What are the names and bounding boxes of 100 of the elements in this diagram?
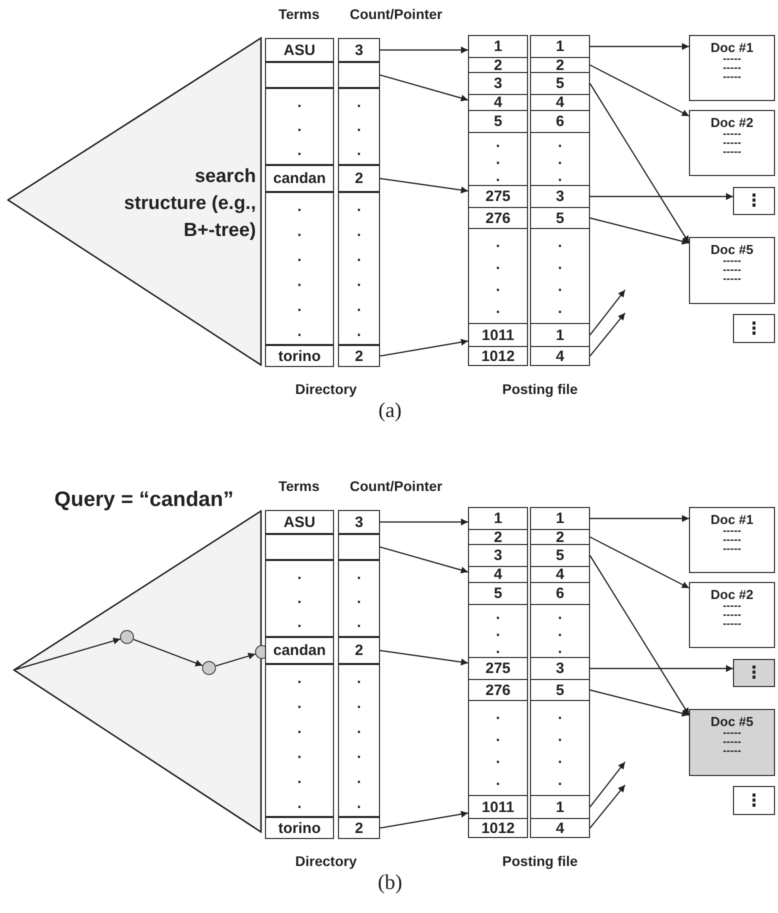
column-header: Terms bbox=[278, 478, 320, 494]
document-box: Doc #5 ----- ----- ----- bbox=[689, 237, 775, 304]
document-box: Doc #2 ----- ----- ----- bbox=[689, 582, 775, 648]
term-cell: . . . bbox=[265, 88, 334, 165]
arrow bbox=[380, 810, 468, 829]
term-cell: ASU bbox=[265, 38, 334, 62]
column-header: Count/Pointer bbox=[350, 6, 442, 22]
table-caption: Directory bbox=[295, 853, 357, 869]
arrow bbox=[590, 536, 690, 589]
posting-number-cell: 1011 bbox=[468, 795, 528, 819]
arrow bbox=[589, 555, 690, 716]
posting-number-cell: 275 bbox=[468, 185, 528, 208]
document-box: Doc #5 ----- ----- ----- bbox=[689, 709, 775, 776]
document-id-cell: . . . . bbox=[530, 700, 590, 796]
posting-number-cell: 2 bbox=[468, 57, 528, 73]
more-documents-box: ⋮ bbox=[733, 314, 775, 343]
search-structure-triangle: search structure (e.g., B+-tree) bbox=[7, 37, 262, 366]
more-documents-box: ⋮ bbox=[733, 659, 775, 687]
term-cell bbox=[265, 534, 334, 560]
count-pointer-cell: 2 bbox=[338, 817, 380, 839]
document-id-cell: 2 bbox=[530, 529, 590, 545]
count-pointer-cell: 3 bbox=[338, 38, 380, 62]
posting-number-cell: 276 bbox=[468, 679, 528, 701]
document-id-cell: 1 bbox=[530, 507, 590, 530]
posting-number-cell: 3 bbox=[468, 544, 528, 567]
table-caption: Posting file bbox=[502, 853, 578, 869]
document-id-cell: 6 bbox=[530, 110, 590, 133]
posting-number-cell: . . . . bbox=[468, 228, 528, 324]
column-header: Count/Pointer bbox=[350, 478, 442, 494]
document-id-cell: 5 bbox=[530, 679, 590, 701]
count-pointer-cell: . . . . . . bbox=[338, 192, 380, 345]
arrow bbox=[590, 217, 690, 245]
arrow bbox=[380, 650, 468, 666]
count-pointer-cell: 2 bbox=[338, 165, 380, 192]
document-id-cell: 5 bbox=[530, 207, 590, 229]
arrow bbox=[590, 43, 689, 50]
posting-number-cell: 275 bbox=[468, 657, 528, 680]
posting-number-cell: 1012 bbox=[468, 346, 528, 366]
posting-number-cell: 3 bbox=[468, 72, 528, 95]
arrow bbox=[14, 638, 120, 671]
more-documents-box: ⋮ bbox=[733, 187, 775, 215]
posting-number-cell: 5 bbox=[468, 110, 528, 133]
panel-label: (b) bbox=[378, 870, 402, 895]
term-cell: ASU bbox=[265, 510, 334, 534]
count-pointer-cell: . . . bbox=[338, 88, 380, 165]
table-caption: Posting file bbox=[502, 381, 578, 397]
arrow bbox=[590, 665, 733, 672]
document-id-cell: 5 bbox=[530, 72, 590, 95]
term-cell: . . . . . . bbox=[265, 192, 334, 345]
posting-number-cell: 4 bbox=[468, 566, 528, 583]
more-documents-box: ⋮ bbox=[733, 786, 775, 815]
term-cell: . . . bbox=[265, 560, 334, 637]
posting-number-cell: 1 bbox=[468, 507, 528, 530]
arrow bbox=[380, 46, 468, 54]
term-cell bbox=[265, 62, 334, 88]
arrow bbox=[216, 652, 256, 667]
document-id-cell: 1 bbox=[530, 795, 590, 819]
posting-number-cell: . . . bbox=[468, 604, 528, 658]
document-id-cell: . . . bbox=[530, 604, 590, 658]
count-pointer-cell bbox=[338, 534, 380, 560]
document-box: Doc #2 ----- ----- ----- bbox=[689, 110, 775, 176]
posting-number-cell: 5 bbox=[468, 582, 528, 605]
query-label: Query = “candan” bbox=[54, 488, 234, 512]
arrow bbox=[590, 762, 626, 808]
arrow bbox=[380, 546, 468, 574]
panel-label: (a) bbox=[378, 398, 402, 423]
column-header: Terms bbox=[278, 6, 320, 22]
document-id-cell: 4 bbox=[530, 346, 590, 366]
document-id-cell: 6 bbox=[530, 582, 590, 605]
term-cell: torino bbox=[265, 345, 334, 367]
posting-number-cell: . . . bbox=[468, 132, 528, 186]
arrow bbox=[380, 178, 468, 194]
search-structure-triangle bbox=[13, 510, 262, 833]
document-id-cell: . . . bbox=[530, 132, 590, 186]
document-id-cell: 5 bbox=[530, 544, 590, 567]
arrow bbox=[590, 64, 690, 117]
posting-number-cell: 2 bbox=[468, 529, 528, 545]
document-box: Doc #1 ----- ----- ----- bbox=[689, 35, 775, 101]
arrow bbox=[590, 784, 626, 828]
document-id-cell: 1 bbox=[530, 35, 590, 58]
count-pointer-cell bbox=[338, 62, 380, 88]
document-id-cell: 4 bbox=[530, 566, 590, 583]
count-pointer-cell: . . . . . . bbox=[338, 664, 380, 817]
posting-number-cell: 1 bbox=[468, 35, 528, 58]
document-id-cell: 3 bbox=[530, 657, 590, 680]
arrow bbox=[380, 338, 468, 357]
term-cell: candan bbox=[265, 165, 334, 192]
document-id-cell: 2 bbox=[530, 57, 590, 73]
arrow bbox=[590, 312, 626, 356]
arrow bbox=[380, 518, 468, 526]
arrow bbox=[589, 83, 690, 244]
document-id-cell: 4 bbox=[530, 94, 590, 111]
arrow bbox=[590, 689, 690, 717]
count-pointer-cell: 2 bbox=[338, 345, 380, 367]
posting-number-cell: 1011 bbox=[468, 323, 528, 347]
term-cell: . . . . . . bbox=[265, 664, 334, 817]
count-pointer-cell: 3 bbox=[338, 510, 380, 534]
posting-number-cell: 276 bbox=[468, 207, 528, 229]
document-id-cell: 4 bbox=[530, 818, 590, 838]
term-cell: torino bbox=[265, 817, 334, 839]
